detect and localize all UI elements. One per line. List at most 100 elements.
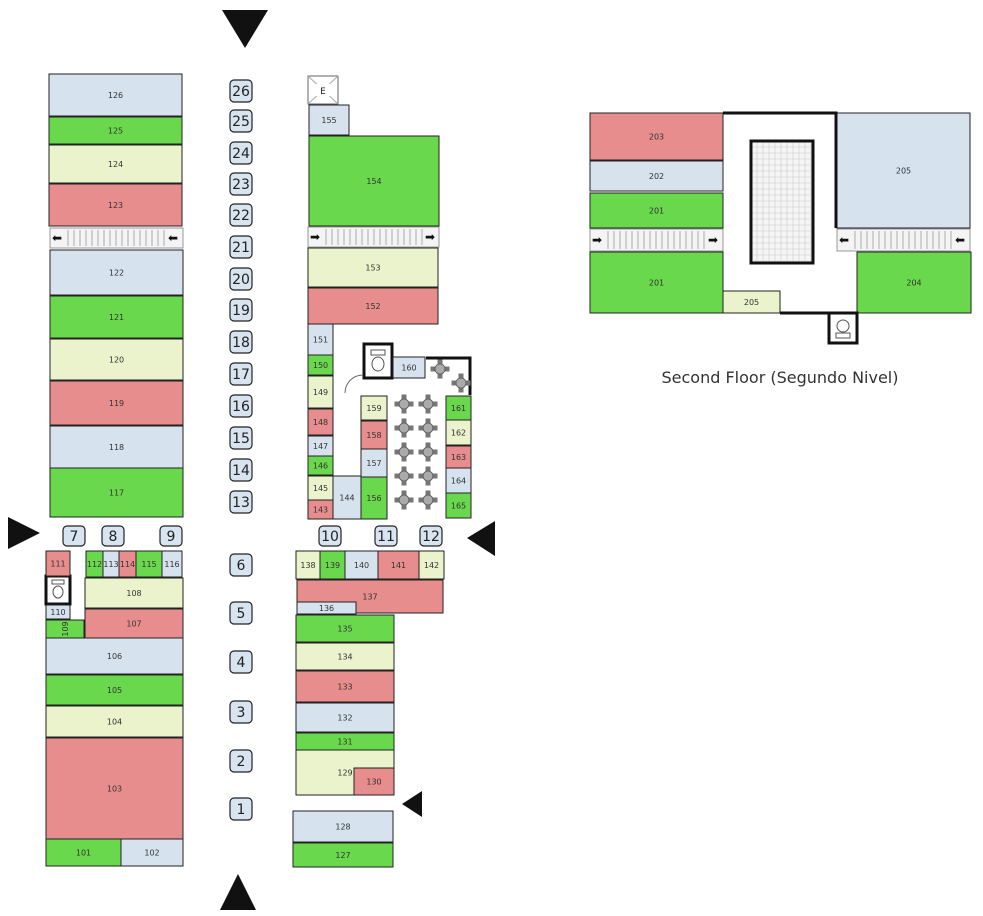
store-unit-116[interactable]: 116 <box>161 550 183 578</box>
store-unit-133[interactable]: 133 <box>295 670 395 703</box>
unit-number-label: 125 <box>108 127 123 136</box>
store-unit-120[interactable]: 120 <box>49 338 184 381</box>
aisle-marker-label: 5 <box>237 606 246 622</box>
store-unit-110[interactable]: 110 <box>45 604 71 620</box>
store-unit-130[interactable]: 130 <box>353 767 395 796</box>
store-unit-153[interactable]: 153 <box>307 247 439 288</box>
unit-number-label: 120 <box>109 356 124 365</box>
store-unit-132[interactable]: 132 <box>295 702 395 733</box>
aisle-marker-label: 2 <box>237 754 246 770</box>
table-icon <box>394 394 414 414</box>
store-unit-115[interactable]: 115 <box>135 550 163 578</box>
store-unit-204[interactable]: 204 <box>856 251 972 314</box>
store-unit-154[interactable]: 154 <box>308 135 440 227</box>
unit-number-label: 118 <box>109 443 124 452</box>
store-unit-138[interactable]: 138 <box>295 550 321 580</box>
table-icon <box>418 394 438 414</box>
store-unit-158[interactable]: 158 <box>360 420 388 450</box>
store-unit-105[interactable]: 105 <box>45 674 184 706</box>
store-unit-161[interactable]: 161 <box>445 395 472 421</box>
aisle-marker-label: 13 <box>232 495 250 511</box>
store-unit-104[interactable]: 104 <box>45 705 184 738</box>
store-unit-145[interactable]: 145 <box>307 475 334 501</box>
table-icon <box>451 373 471 393</box>
unit-number-label: 164 <box>451 477 466 486</box>
store-unit-155[interactable]: 155 <box>308 104 350 136</box>
store-unit-135[interactable]: 135 <box>295 614 395 643</box>
aisle-marker-26: 26 <box>229 79 253 103</box>
store-unit-148[interactable]: 148 <box>307 408 334 436</box>
store-unit-102[interactable]: 102 <box>120 838 184 867</box>
unit-number-label: 117 <box>109 489 124 498</box>
store-unit-141[interactable]: 141 <box>377 550 420 580</box>
store-unit-149[interactable]: 149 <box>307 375 334 409</box>
entrance-arrow-bottom <box>220 874 256 910</box>
store-unit-117[interactable]: 117 <box>49 467 184 518</box>
store-unit-205[interactable]: 205 <box>836 112 971 229</box>
svg-text:➡: ➡ <box>310 230 320 244</box>
aisle-marker-1: 1 <box>229 797 253 821</box>
store-unit-119[interactable]: 119 <box>49 380 184 426</box>
store-unit-124[interactable]: 124 <box>48 144 183 184</box>
table-icon <box>430 359 450 379</box>
unit-number-label: 145 <box>313 484 328 493</box>
store-unit-113[interactable]: 113 <box>102 550 120 578</box>
svg-text:➡: ➡ <box>592 233 602 247</box>
store-unit-106[interactable]: 106 <box>45 637 184 675</box>
food-court-tables <box>394 359 471 510</box>
store-unit-118[interactable]: 118 <box>49 425 184 469</box>
store-unit-122[interactable]: 122 <box>49 249 184 296</box>
store-unit-121[interactable]: 121 <box>49 295 184 339</box>
store-unit-203[interactable]: 203 <box>589 112 724 161</box>
store-unit-157[interactable]: 157 <box>360 448 388 478</box>
store-unit-152[interactable]: 152 <box>307 287 439 325</box>
store-unit-128[interactable]: 128 <box>292 810 394 843</box>
store-unit-151[interactable]: 151 <box>307 323 334 356</box>
store-unit-201[interactable]: 201 <box>589 192 724 229</box>
store-unit-156[interactable]: 156 <box>360 476 388 520</box>
store-unit-139[interactable]: 139 <box>319 550 346 580</box>
entrance-arrow-right <box>467 521 495 556</box>
store-unit-126[interactable]: 126 <box>48 73 183 117</box>
store-unit-123[interactable]: 123 <box>48 183 183 227</box>
store-unit-160[interactable]: 160 <box>392 356 426 379</box>
store-unit-201[interactable]: 201 <box>589 251 724 314</box>
store-unit-134[interactable]: 134 <box>295 642 395 671</box>
store-unit-131[interactable]: 131 <box>295 732 395 751</box>
store-unit-112[interactable]: 112 <box>85 550 104 578</box>
store-unit-159[interactable]: 159 <box>360 395 388 421</box>
store-unit-107[interactable]: 107 <box>84 608 184 639</box>
unit-number-label: 105 <box>107 686 122 695</box>
door-arc <box>344 374 364 394</box>
store-unit-147[interactable]: 147 <box>307 435 334 457</box>
store-unit-164[interactable]: 164 <box>445 467 472 494</box>
store-unit-109[interactable]: 109 <box>45 619 85 639</box>
store-unit-162[interactable]: 162 <box>445 419 472 446</box>
store-unit-127[interactable]: 127 <box>292 842 394 868</box>
aisle-marker-label: 23 <box>232 177 250 193</box>
entrance-marker-label: 11 <box>377 529 395 545</box>
aisle-marker-label: 20 <box>232 272 250 288</box>
store-unit-108[interactable]: 108 <box>84 577 184 609</box>
store-unit-114[interactable]: 114 <box>118 550 137 578</box>
store-unit-140[interactable]: 140 <box>344 550 379 580</box>
store-unit-103[interactable]: 103 <box>45 737 184 840</box>
unit-number-label: 123 <box>108 201 123 210</box>
store-unit-125[interactable]: 125 <box>48 116 183 145</box>
store-unit-143[interactable]: 143 <box>307 499 334 520</box>
store-unit-144[interactable]: 144 <box>332 475 362 520</box>
aisle-marker-25: 25 <box>229 109 253 133</box>
store-unit-146[interactable]: 146 <box>307 455 334 476</box>
store-unit-111[interactable]: 111 <box>45 550 71 577</box>
store-unit-165[interactable]: 165 <box>445 492 472 519</box>
table-icon <box>418 442 438 462</box>
store-unit-150[interactable]: 150 <box>307 354 334 376</box>
store-unit-202[interactable]: 202 <box>589 160 724 192</box>
store-unit-142[interactable]: 142 <box>418 550 445 580</box>
store-unit-136[interactable]: 136 <box>296 601 357 615</box>
store-unit-205[interactable]: 205 <box>722 290 781 314</box>
store-unit-163[interactable]: 163 <box>445 445 472 469</box>
store-unit-101[interactable]: 101 <box>45 838 122 867</box>
svg-text:⬅: ⬅ <box>52 231 62 245</box>
